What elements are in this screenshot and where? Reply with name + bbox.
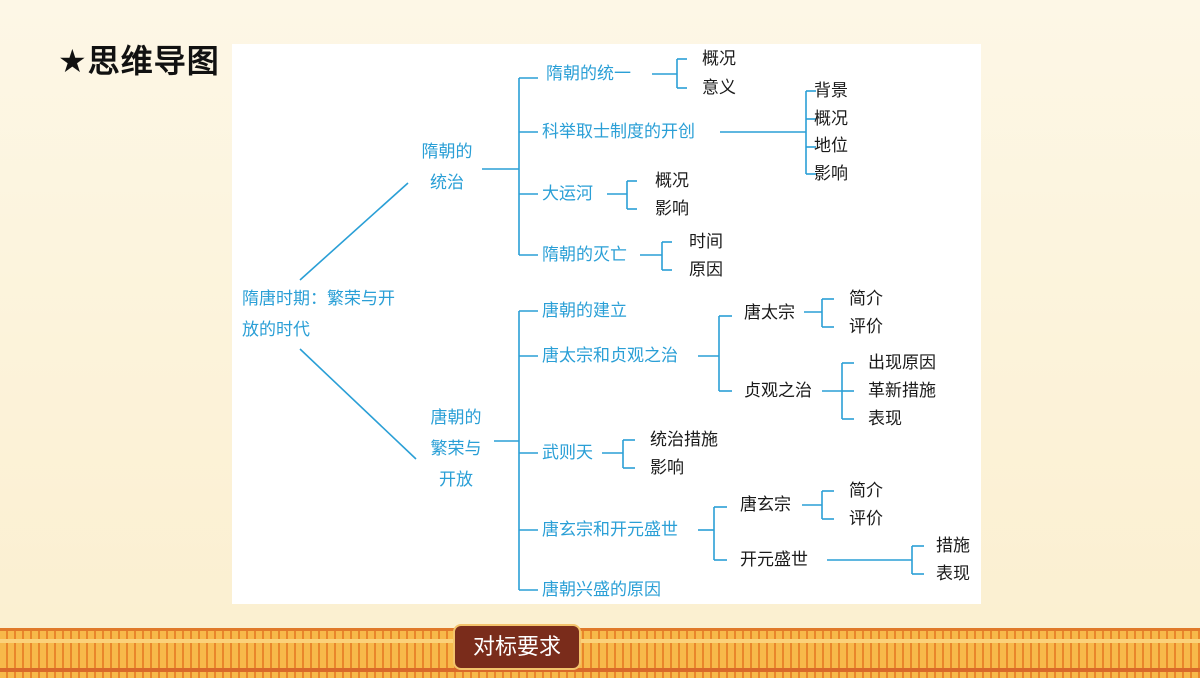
leaf-era-1: 表现 [936, 564, 970, 584]
connector-root-sui [299, 182, 409, 281]
leaf-era-0: 措施 [936, 536, 970, 556]
connector-root-tang [299, 348, 417, 460]
leaf-taizong-1: 评价 [849, 317, 883, 337]
standards-button[interactable]: 对标要求 [453, 624, 581, 670]
leaf-unify-1: 意义 [702, 78, 736, 98]
leaf-exam-0: 背景 [814, 81, 848, 101]
node-tang-prosperity: 唐朝的繁荣与开放 [430, 408, 482, 490]
leaf-unify-0: 概况 [702, 49, 736, 69]
node-tang-zhenguan: 唐太宗和贞观之治 [542, 346, 678, 366]
leaf-fall-0: 时间 [689, 232, 723, 252]
leaf-xuanzong-1: 评价 [849, 509, 883, 529]
node-tang-reasons: 唐朝兴盛的原因 [542, 580, 661, 600]
node-zhenguan-rule: 贞观之治 [744, 381, 812, 401]
leaf-rule-2: 表现 [868, 409, 902, 429]
leaf-exam-3: 影响 [814, 164, 848, 184]
leaf-exam-2: 地位 [814, 136, 848, 156]
decorative-bottom-band [0, 628, 1200, 678]
leaf-exam-1: 概况 [814, 109, 848, 129]
leaf-rule-1: 革新措施 [868, 381, 936, 401]
page-title: ★思维导图 [58, 42, 220, 80]
node-sui-canal: 大运河 [542, 184, 593, 204]
node-tang-wuzetian: 武则天 [542, 443, 593, 463]
node-kaiyuan-era: 开元盛世 [740, 550, 808, 570]
leaf-xuanzong-0: 简介 [849, 481, 883, 501]
node-sui-fall: 隋朝的灭亡 [542, 245, 627, 265]
node-sui-rule: 隋朝的统治 [421, 142, 473, 193]
node-sui-unify: 隋朝的统一 [546, 64, 631, 84]
leaf-canal-0: 概况 [655, 171, 689, 191]
node-tang-kaiyuan: 唐玄宗和开元盛世 [542, 520, 678, 540]
leaf-wuzetian-1: 影响 [650, 458, 684, 478]
leaf-canal-1: 影响 [655, 199, 689, 219]
node-sui-exam: 科举取士制度的开创 [542, 122, 695, 142]
node-root: 隋唐时期：繁荣与开放的时代 [242, 289, 395, 340]
leaf-fall-1: 原因 [689, 260, 723, 280]
node-taizong: 唐太宗 [744, 303, 795, 323]
leaf-taizong-0: 简介 [849, 289, 883, 309]
node-xuanzong: 唐玄宗 [740, 495, 791, 515]
mind-map: 隋唐时期：繁荣与开放的时代 隋朝的统治 隋朝的统一 概况 意义 科举取士制度的开… [232, 44, 981, 604]
leaf-wuzetian-0: 统治措施 [650, 430, 718, 450]
mind-map-connectors [299, 58, 924, 591]
leaf-rule-0: 出现原因 [868, 353, 936, 373]
node-tang-founding: 唐朝的建立 [542, 301, 627, 321]
